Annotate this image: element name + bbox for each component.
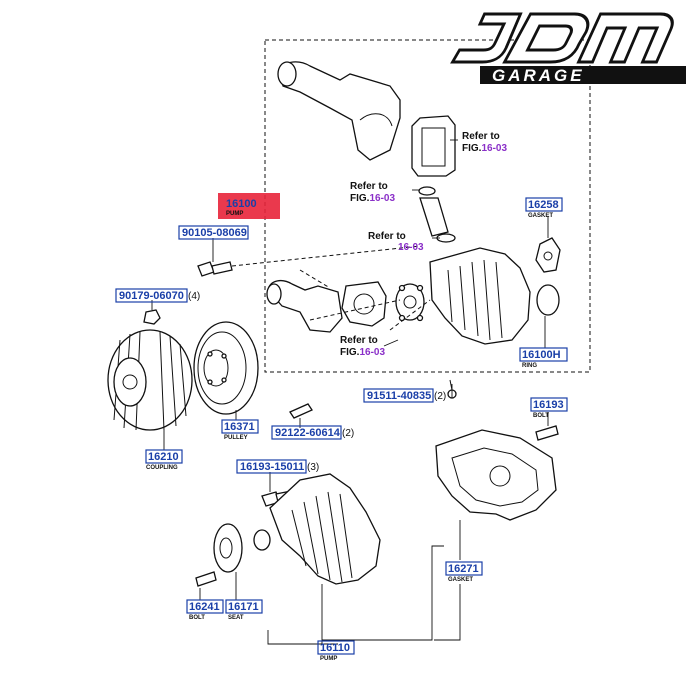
- part-label-16193-15011[interactable]: 16193-15011 (3): [236, 459, 319, 474]
- housing-gasket-16271: [435, 429, 557, 521]
- svg-text:90105-08069: 90105-08069: [182, 227, 247, 239]
- svg-text:16371: 16371: [224, 421, 255, 433]
- part-label-92122-60614[interactable]: 92122-60614 (2): [271, 425, 354, 440]
- svg-text:GASKET: GASKET: [528, 213, 553, 219]
- part-label-16100h[interactable]: 16100H RING: [519, 347, 568, 369]
- bolt-16193: [535, 425, 559, 441]
- assembly-frame: [264, 39, 591, 373]
- svg-text:16210: 16210: [148, 451, 179, 463]
- svg-text:Refer to: Refer to: [462, 131, 500, 142]
- svg-text:(2): (2): [342, 428, 354, 439]
- water-outlet-housing: [277, 61, 401, 161]
- seat-16171: [213, 523, 243, 573]
- refer-to-3[interactable]: Refer to 16-03: [368, 231, 424, 253]
- svg-text:16193: 16193: [533, 399, 564, 411]
- refer-to-2[interactable]: Refer to FIG.16-03: [350, 181, 395, 204]
- svg-text:GASKET: GASKET: [448, 577, 473, 583]
- inlet-gasket: [341, 281, 387, 327]
- svg-text:16110: 16110: [320, 642, 350, 654]
- svg-text:Refer to: Refer to: [340, 335, 378, 346]
- gasket-16258: [535, 237, 561, 273]
- outlet-gasket: [411, 115, 456, 177]
- pulley: [193, 321, 259, 415]
- part-label-16193[interactable]: 16193 BOLT: [530, 397, 568, 419]
- part-label-16271[interactable]: 16271 GASKET: [445, 561, 483, 583]
- svg-text:Refer to: Refer to: [350, 181, 388, 192]
- part-label-16241[interactable]: 16241 BOLT: [186, 599, 224, 621]
- svg-text:PUMP: PUMP: [320, 656, 337, 662]
- fan-coupling: [107, 329, 193, 431]
- stud-92122: [289, 403, 313, 419]
- svg-text:16100: 16100: [226, 198, 257, 210]
- svg-text:COUPLING: COUPLING: [146, 465, 178, 471]
- logo-garage-text: GARAGE: [492, 66, 585, 85]
- svg-text:16271: 16271: [448, 563, 479, 575]
- svg-text:(2): (2): [434, 391, 446, 402]
- svg-text:PUMP: PUMP: [226, 211, 243, 217]
- part-label-16110[interactable]: 16110 PUMP: [317, 640, 355, 662]
- refer-to-1[interactable]: Refer to FIG.16-03: [462, 131, 507, 154]
- svg-text:(3): (3): [307, 462, 319, 473]
- part-label-16210[interactable]: 16210 COUPLING: [145, 449, 183, 471]
- svg-text:FIG.16-03: FIG.16-03: [462, 143, 507, 154]
- water-pump-upper: [395, 247, 531, 345]
- part-label-16171[interactable]: 16171 SEAT: [225, 599, 263, 621]
- nut-90179: [143, 309, 161, 325]
- svg-text:90179-06070: 90179-06070: [119, 290, 184, 302]
- bypass-pipe: [419, 197, 449, 237]
- svg-text:16193-15011: 16193-15011: [240, 461, 304, 473]
- svg-text:91511-40835: 91511-40835: [367, 390, 431, 402]
- bolt-line: [231, 245, 421, 267]
- svg-text:BOLT: BOLT: [533, 413, 549, 419]
- svg-text:16258: 16258: [528, 199, 559, 211]
- part-label-90179-06070[interactable]: 90179-06070 (4): [115, 288, 200, 303]
- o-ring: [418, 186, 436, 196]
- svg-text:FIG.16-03: FIG.16-03: [340, 347, 385, 358]
- svg-text:Refer to: Refer to: [368, 231, 406, 242]
- svg-text:FIG.16-03: FIG.16-03: [350, 193, 395, 204]
- svg-text:92122-60614: 92122-60614: [275, 427, 341, 439]
- svg-text:SEAT: SEAT: [228, 615, 244, 621]
- refer-to-4[interactable]: Refer to FIG.16-03: [340, 335, 385, 358]
- water-inlet: [266, 279, 343, 333]
- part-label-16371[interactable]: 16371 PULLEY: [221, 419, 259, 441]
- svg-text:16-03: 16-03: [398, 242, 424, 253]
- part-label-91511-40835[interactable]: 91511-40835 (2): [363, 388, 446, 403]
- highlight-16100: [218, 193, 280, 219]
- bolt-16241: [195, 571, 217, 587]
- ring-16100h: [536, 284, 560, 316]
- part-label-16100[interactable]: 16100 PUMP: [226, 198, 257, 217]
- leader-lines: [151, 139, 549, 645]
- jdm-garage-logo: GARAGE: [450, 12, 686, 85]
- svg-text:(4): (4): [188, 291, 200, 302]
- bolt-90105: [197, 261, 233, 277]
- svg-text:16100H: 16100H: [522, 349, 561, 361]
- svg-text:16241: 16241: [189, 601, 220, 613]
- svg-text:RING: RING: [522, 363, 537, 369]
- part-label-90105-08069[interactable]: 90105-08069: [178, 225, 249, 240]
- svg-text:PULLEY: PULLEY: [224, 435, 248, 441]
- part-label-16258[interactable]: 16258 GASKET: [525, 197, 563, 219]
- water-pump-lower: [253, 473, 381, 585]
- svg-text:16171: 16171: [228, 601, 259, 613]
- svg-text:BOLT: BOLT: [189, 615, 205, 621]
- garage-bar: [480, 66, 686, 84]
